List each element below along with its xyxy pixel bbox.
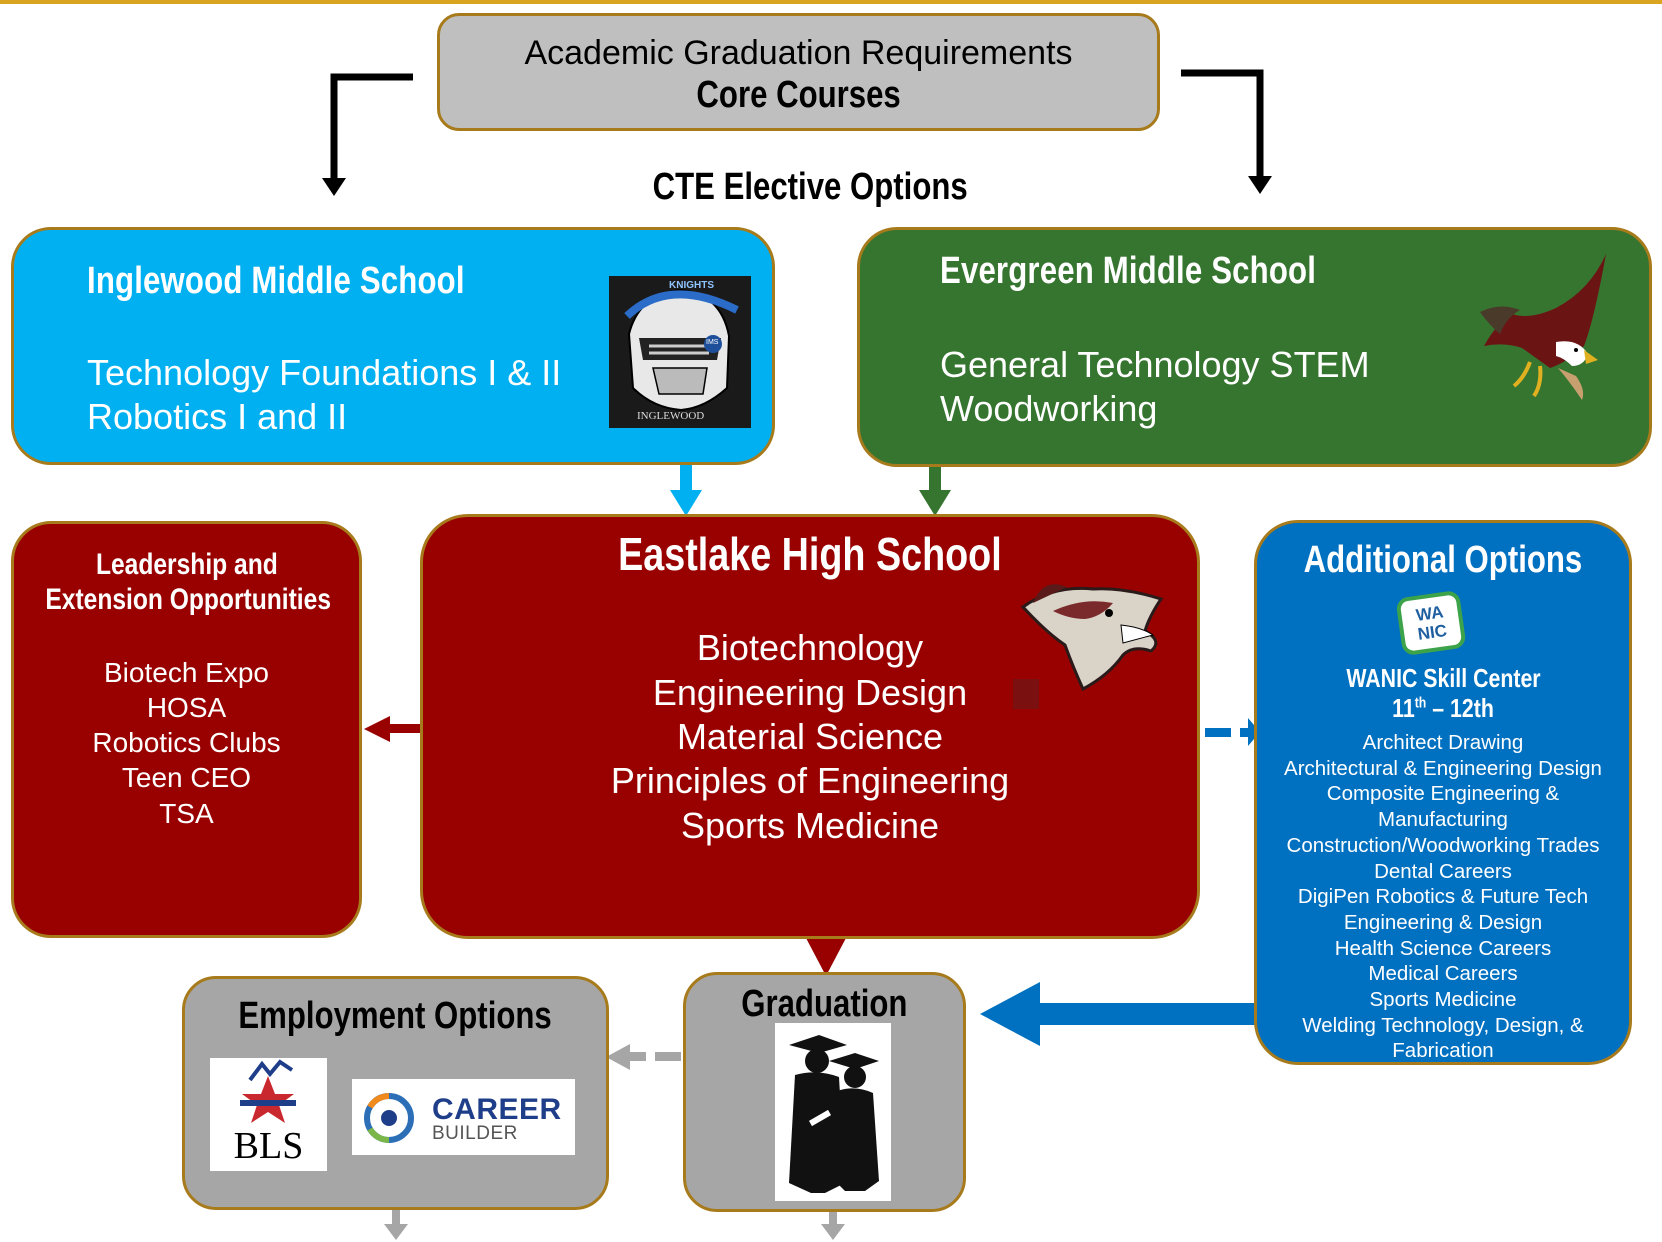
wanic-grades-sup: th <box>1414 694 1427 712</box>
inglewood-logo-top: KNIGHTS <box>669 280 714 291</box>
wanic-badge: WA NIC <box>1395 589 1467 657</box>
wanic-grades-end: – 12th <box>1426 693 1494 723</box>
leadership-title-line1: Leadership and <box>95 548 278 581</box>
wanic-item: Construction/Woodworking Trades <box>1286 833 1600 857</box>
top-accent-line <box>0 0 1662 4</box>
bls-star-icon <box>240 1059 296 1123</box>
inglewood-box: Inglewood Middle School Technology Found… <box>11 227 775 465</box>
wanic-item: Composite Engineering & <box>1326 782 1560 806</box>
eastlake-course-4: Principles of Engineering <box>610 760 1010 801</box>
wanic-item: Fabrication <box>1392 1039 1494 1063</box>
arrow-additional-dash1 <box>1205 728 1231 737</box>
core-courses-label: Core Courses <box>696 74 901 116</box>
wolf-mascot-icon <box>1020 584 1164 692</box>
academic-requirements-title: Academic Graduation Requirements <box>524 34 1073 72</box>
arrow-employment-dash1 <box>655 1052 681 1061</box>
wanic-item: Manufacturing <box>1378 808 1508 832</box>
arrow-leadership-head <box>364 716 390 742</box>
bls-logo: BLS <box>210 1058 327 1171</box>
leadership-item-2: HOSA <box>146 692 227 723</box>
eagle-mascot-icon <box>1480 254 1606 400</box>
careerbuilder-c-icon <box>364 1093 414 1143</box>
wanic-grades: 11th – 12th <box>1392 693 1494 724</box>
arrow-top-right-head <box>1248 176 1272 194</box>
arrow-additional-graduation-head <box>980 982 1040 1046</box>
arrow-top-left <box>330 73 413 180</box>
arrow-employment-dash2 <box>626 1052 646 1061</box>
leadership-item-5: TSA <box>159 798 214 829</box>
wanic-item: Medical Careers <box>1368 962 1518 986</box>
arrow-bottom-left-head <box>384 1224 408 1240</box>
careerbuilder-line1: CAREER <box>432 1093 562 1126</box>
wanic-list: Architect Drawing Architectural & Engine… <box>1257 730 1629 1064</box>
eastlake-course-2: Engineering Design <box>652 672 968 713</box>
inglewood-logo-text: INGLEWOOD <box>637 410 705 422</box>
cte-elective-label: CTE Elective Options <box>652 166 968 208</box>
arrow-leadership-shaft <box>386 724 422 733</box>
evergreen-course-2: Woodworking <box>940 388 1158 429</box>
evergreen-course-1: General Technology STEM <box>940 344 1370 385</box>
wanic-subtitle: WANIC Skill Center <box>1345 663 1541 693</box>
arrow-evergreen-head <box>919 490 951 516</box>
academic-requirements-box: Academic Graduation Requirements Core Co… <box>437 13 1160 131</box>
leadership-title-line2: Extension Opportunities <box>45 583 332 616</box>
graduates-icon <box>789 1035 879 1193</box>
small-square-marker <box>1013 679 1039 709</box>
wanic-badge-text: WA NIC <box>1414 602 1449 644</box>
inglewood-knights-logo: KNIGHTS IMS INGLEWOOD <box>609 276 751 428</box>
graduation-title: Graduation <box>741 983 908 1025</box>
wanic-item: Welding Technology, Design, & <box>1302 1013 1584 1037</box>
bls-text: BLS <box>233 1125 304 1167</box>
eastlake-course-1: Biotechnology <box>696 627 924 668</box>
wanic-item: Architectural & Engineering Design <box>1284 756 1602 780</box>
arrow-employment-head <box>606 1044 630 1070</box>
inglewood-logo-badge: IMS <box>706 339 719 346</box>
arrow-top-left-head <box>322 178 346 196</box>
graduation-box: Graduation <box>683 972 966 1212</box>
arrow-additional-graduation-shaft <box>1035 1003 1255 1025</box>
evergreen-box: Evergreen Middle School General Technolo… <box>857 227 1652 467</box>
wanic-item: Engineering & Design <box>1343 910 1543 934</box>
careerbuilder-line2: BUILDER <box>432 1123 518 1144</box>
wanic-item: Sports Medicine <box>1369 988 1517 1012</box>
wanic-grades-start: 11 <box>1392 693 1415 723</box>
eastlake-box: Eastlake High School Biotechnology Engin… <box>420 514 1200 939</box>
careerbuilder-logo: CAREER BUILDER <box>352 1079 575 1155</box>
arrow-inglewood-shaft <box>680 463 692 493</box>
arrow-eastlake-graduation <box>806 938 846 976</box>
arrow-bottom-left-shaft <box>392 1210 400 1226</box>
eastlake-course-3: Material Science <box>676 716 944 757</box>
additional-options-title: Additional Options <box>1303 539 1583 581</box>
wanic-item: Architect Drawing <box>1362 731 1524 754</box>
evergreen-title: Evergreen Middle School <box>940 250 1317 292</box>
graduates-image <box>775 1023 891 1201</box>
leadership-item-1: Biotech Expo <box>104 657 269 688</box>
wanic-item: Health Science Careers <box>1334 936 1552 960</box>
arrow-bottom-right-shaft <box>829 1212 837 1226</box>
arrow-bottom-right-head <box>821 1224 845 1240</box>
eastlake-course-5: Sports Medicine <box>680 805 940 846</box>
employment-title: Employment Options <box>238 995 553 1037</box>
additional-options-box: Additional Options WA NIC WANIC Skill Ce… <box>1254 520 1632 1065</box>
wanic-item: Dental Careers <box>1374 859 1512 883</box>
arrow-inglewood-head <box>670 490 702 516</box>
wanic-item: DigiPen Robotics & Future Tech <box>1297 885 1589 909</box>
arrow-top-right <box>1181 69 1264 178</box>
leadership-item-4: Teen CEO <box>121 762 252 793</box>
employment-box: Employment Options BLS CAREER BUILDER <box>182 976 609 1210</box>
leadership-box: Leadership and Extension Opportunities B… <box>11 521 362 938</box>
knight-helmet-icon <box>624 288 739 412</box>
eastlake-title: Eastlake High School <box>618 528 1002 580</box>
inglewood-course-1: Technology Foundations I & II <box>87 352 562 393</box>
arrow-evergreen-shaft <box>929 463 941 493</box>
inglewood-title: Inglewood Middle School <box>87 260 465 302</box>
inglewood-course-2: Robotics I and II <box>87 396 348 437</box>
leadership-item-3: Robotics Clubs <box>92 727 281 758</box>
